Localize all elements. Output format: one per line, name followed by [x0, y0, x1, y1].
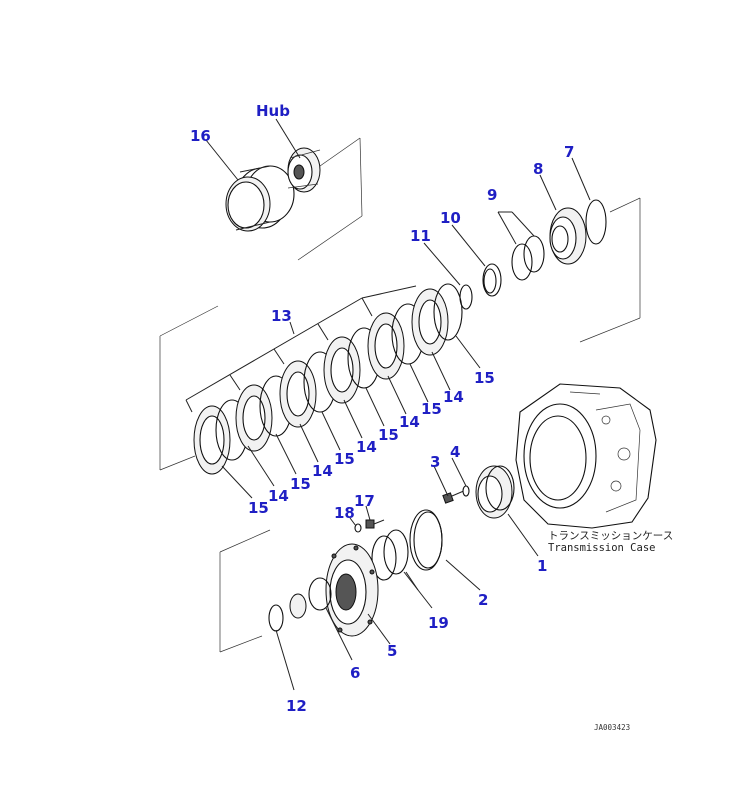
label-14-a: 14	[443, 388, 464, 406]
case-label-english: Transmission Case	[548, 542, 655, 554]
label-15-b: 15	[421, 400, 442, 418]
hub-gear	[287, 147, 321, 193]
label-15-c: 15	[378, 426, 399, 444]
part-19-seal-a	[383, 529, 409, 575]
label-4: 4	[450, 443, 460, 461]
part-16-clutch-drum	[225, 165, 295, 232]
label-14-d: 14	[312, 462, 333, 480]
clutch-plates	[193, 283, 463, 475]
label-10: 10	[440, 209, 461, 227]
label-15-f: 15	[248, 499, 269, 517]
part-9-seal-a	[523, 235, 545, 273]
clutch-pack-group	[159, 283, 481, 499]
label-hub: Hub	[256, 102, 290, 120]
label-14-e: 14	[268, 487, 289, 505]
label-17: 17	[354, 492, 375, 510]
label-6: 6	[350, 664, 360, 682]
label-5: 5	[387, 642, 397, 660]
label-11: 11	[410, 227, 431, 245]
label-13: 13	[271, 307, 292, 325]
label-14-c: 14	[356, 438, 377, 456]
retainer-group	[219, 457, 539, 691]
label-15-e: 15	[290, 475, 311, 493]
label-15-a: 15	[474, 369, 495, 387]
label-18: 18	[334, 504, 355, 522]
label-2: 2	[478, 591, 488, 609]
label-19: 19	[428, 614, 449, 632]
part-7-snap-ring	[585, 199, 607, 245]
label-8: 8	[533, 160, 543, 178]
part-8-piston	[549, 207, 587, 265]
label-9: 9	[487, 186, 497, 204]
label-12: 12	[286, 697, 307, 715]
part-1-cover	[475, 465, 515, 519]
case-label-japanese: トランスミッションケース	[548, 530, 673, 542]
part-17-bolt	[365, 519, 385, 529]
part-10-ring	[482, 263, 502, 297]
part-9-seal-b	[511, 243, 533, 281]
label-1: 1	[537, 557, 547, 575]
part-labels: Hub 16 7 8 9 10 11 13 15 14 15 14 15 14 …	[190, 102, 574, 715]
part-6-o-ring	[308, 577, 332, 611]
part-4-washer	[462, 485, 470, 497]
label-3: 3	[430, 453, 440, 471]
part-18-washer	[354, 523, 362, 533]
piston-group	[423, 157, 641, 343]
drawing-code: JA003423	[594, 723, 630, 732]
transmission-case	[515, 383, 657, 529]
part-12-snap-ring	[268, 604, 284, 632]
label-16: 16	[190, 127, 211, 145]
bearing	[289, 593, 307, 619]
part-5-retainer	[325, 543, 379, 637]
label-14-b: 14	[399, 413, 420, 431]
label-15-d: 15	[334, 450, 355, 468]
part-19-seal-b	[371, 535, 397, 581]
label-7: 7	[564, 143, 574, 161]
hub-group	[205, 118, 363, 261]
